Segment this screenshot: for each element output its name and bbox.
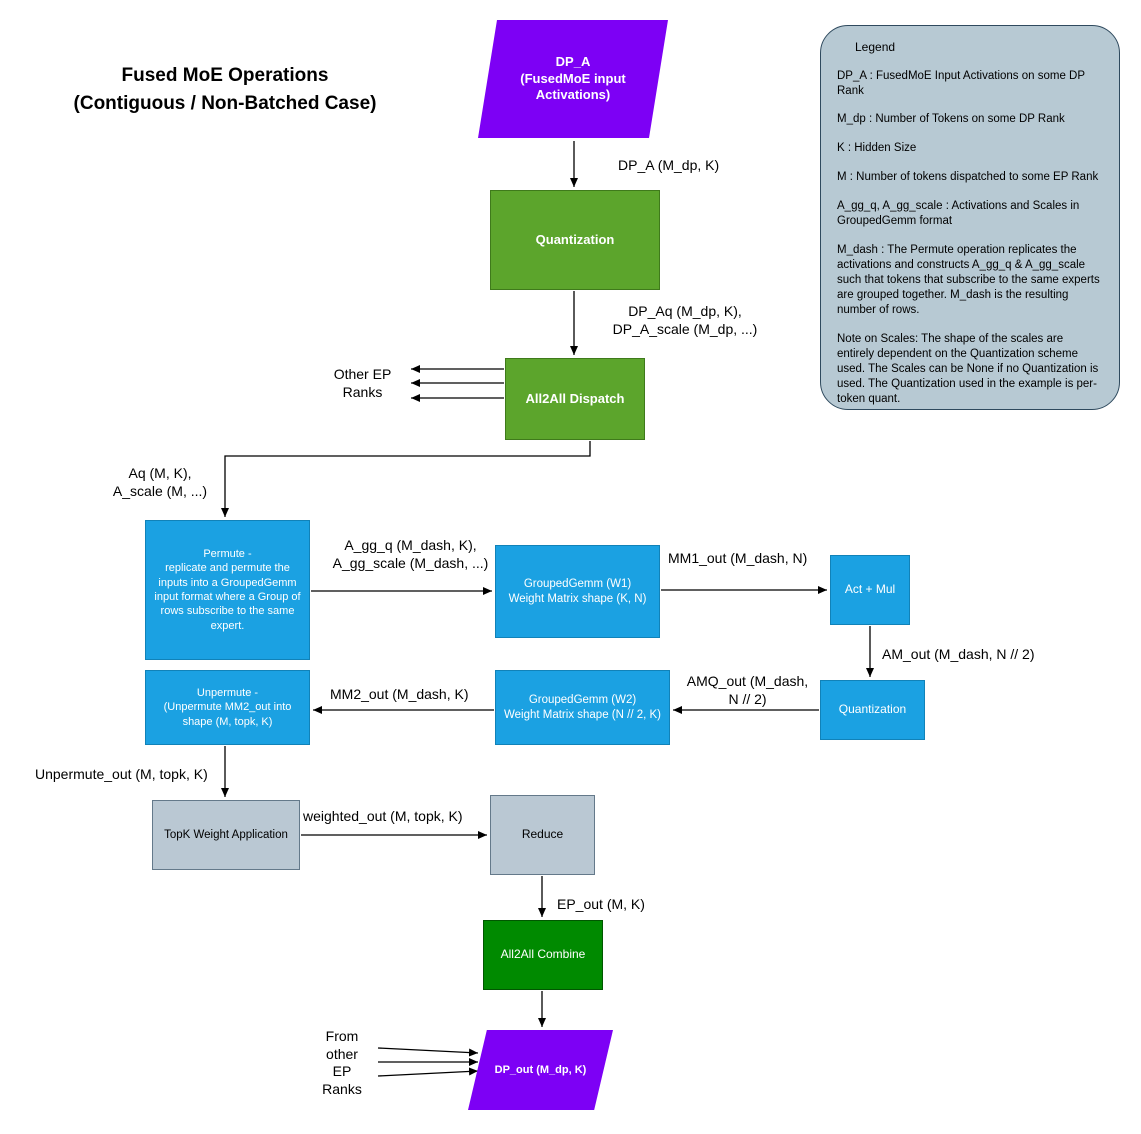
node-unpermute: Unpermute - (Unpermute MM2_out into shap… [145,670,310,745]
node-all2all-dispatch: All2All Dispatch [505,358,645,440]
node-reduce: Reduce [490,795,595,875]
edge-label-ep-out: EP_out (M, K) [557,896,645,912]
legend-item-a-gg: A_gg_q, A_gg_scale : Activations and Sca… [837,200,1080,228]
node-quantization-1: Quantization [490,190,660,290]
node-permute: Permute - replicate and permute the inpu… [145,520,310,660]
edge-label-other-ep-ranks: Other EP Ranks [333,366,392,400]
legend-title: Legend [855,40,896,54]
legend-item-m: M : Number of tokens dispatched to some … [837,171,1099,184]
node-dp-a: DP_A (FusedMoE input Activations) [478,20,668,138]
node-dp-out: DP_out (M_dp, K) [468,1030,613,1110]
edge-label-from-other-ep-ranks: From other EP Ranks [322,1028,362,1097]
edge-label-am-out: AM_out (M_dash, N // 2) [882,646,1035,662]
edge-label-mm2-out: MM2_out (M_dash, K) [330,686,469,702]
node-act-mul: Act + Mul [830,555,910,625]
node-quantization-2: Quantization [820,680,925,740]
legend-item-m-dash: M_dash : The Permute operation replicate… [837,244,1100,316]
edge-label-unpermute-out: Unpermute_out (M, topk, K) [35,766,208,782]
edge-from-other-ep-3 [377,1067,479,1077]
legend-panel: Legend DP_A : FusedMoE Input Activations… [820,25,1120,410]
legend-item-dp-a: DP_A : FusedMoE Input Activations on som… [837,69,1085,97]
node-all2all-combine: All2All Combine [483,920,603,990]
edge-label-aq: Aq (M, K), A_scale (M, ...) [112,465,208,499]
node-grouped-gemm-w2: GroupedGemm (W2) Weight Matrix shape (N … [495,670,670,745]
legend-item-m-dp: M_dp : Number of Tokens on some DP Rank [837,113,1065,126]
node-topk-weight-application: TopK Weight Application [152,800,300,870]
edge-label-a-gg: A_gg_q (M_dash, K), A_gg_scale (M_dash, … [332,537,489,571]
legend-item-k: K : Hidden Size [837,142,917,155]
edge-label-amq-out: AMQ_out (M_dash, N // 2) [686,673,809,707]
edge-dispatch-to-permute [221,441,591,517]
node-grouped-gemm-w1: GroupedGemm (W1) Weight Matrix shape (K,… [495,545,660,638]
legend-item-note-on-scales: Note on Scales: The shape of the scales … [837,332,1099,405]
edge-label-mm1-out: MM1_out (M_dash, N) [668,550,808,566]
edge-from-other-ep-1 [377,1047,479,1057]
edge-label-dp-aq: DP_Aq (M_dp, K), DP_A_scale (M_dp, ...) [612,303,758,337]
edge-label-weighted-out: weighted_out (M, topk, K) [303,808,463,824]
edge-label-dp-a: DP_A (M_dp, K) [618,157,720,173]
diagram-title: Fused MoE Operations (Contiguous / Non-B… [73,65,377,114]
